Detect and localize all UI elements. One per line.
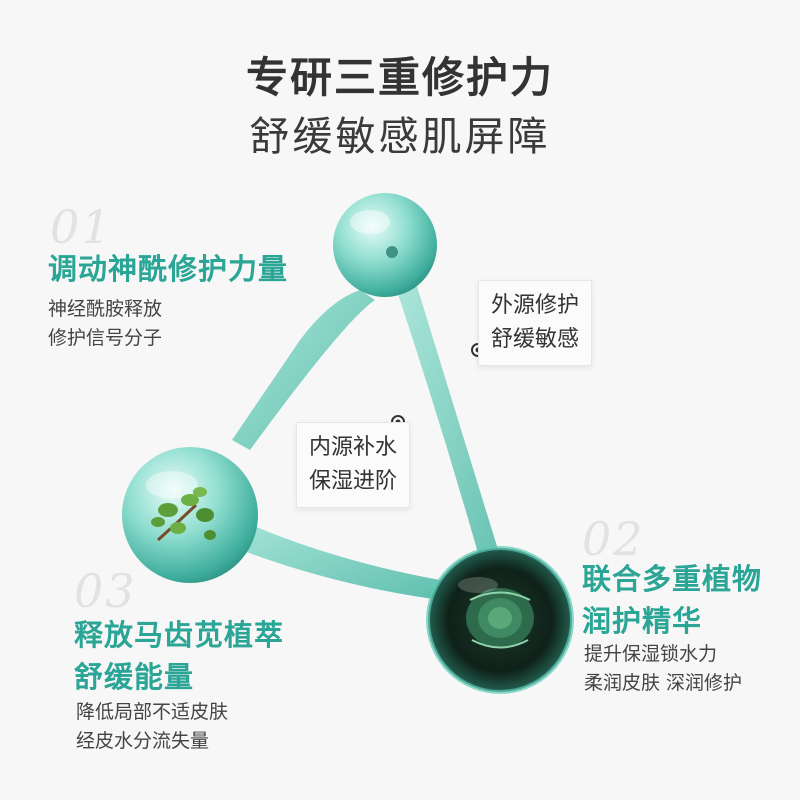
feature-3-number: 03 [74, 564, 137, 618]
feature-1-heading-line: 调动神酰修护力量 [48, 252, 289, 286]
left-sphere [122, 447, 258, 583]
feature-2-number: 02 [582, 512, 645, 566]
feature-3-desc-line: 经皮水分流失量 [76, 730, 210, 752]
callout-line: 舒缓敏感 [491, 327, 580, 352]
feature-1-number: 01 [50, 200, 113, 254]
feature-2-desc-line: 柔润皮肤 深润修护 [584, 672, 743, 694]
callout-line: 内源补水 [309, 435, 398, 460]
molecule-bonds [228, 280, 500, 600]
feature-3-desc-line: 降低局部不适皮肤 [76, 701, 229, 723]
feature-2-desc-line: 提升保湿锁水力 [584, 643, 718, 665]
succulent-plant-icon [466, 588, 534, 649]
feature-1-description: 神经酰胺释放 修护信号分子 [48, 295, 162, 353]
feature-2-heading-line: 润护精华 [582, 604, 703, 638]
feature-3-heading: 释放马齿苋植萃 舒缓能量 [74, 614, 284, 698]
feature-1-desc-line: 神经酰胺释放 [48, 298, 163, 320]
purslane-plant-icon [151, 487, 216, 542]
page-subtitle: 舒缓敏感肌屏障 [249, 114, 551, 160]
callout-line: 保湿进阶 [309, 469, 398, 494]
feature-1-heading: 调动神酰修护力量 [48, 248, 288, 290]
feature-2-heading-line: 联合多重植物 [582, 562, 763, 596]
callout-line: 外源修护 [491, 293, 580, 318]
feature-3-heading-line: 释放马齿苋植萃 [74, 618, 285, 652]
top-sphere [333, 193, 437, 297]
page-title: 专研三重修护力 [245, 53, 554, 102]
feature-3-description: 降低局部不适皮肤 经皮水分流失量 [76, 698, 228, 756]
callout-internal-hydration: 内源补水 保湿进阶 [296, 422, 411, 508]
feature-2-description: 提升保湿锁水力 柔润皮肤 深润修护 [584, 640, 742, 698]
feature-2-heading: 联合多重植物 润护精华 [582, 558, 762, 642]
right-sphere [426, 546, 574, 694]
feature-3-heading-line: 舒缓能量 [74, 660, 195, 694]
callout-external-repair: 外源修护 舒缓敏感 [478, 280, 593, 366]
feature-1-desc-line: 修护信号分子 [48, 327, 163, 349]
